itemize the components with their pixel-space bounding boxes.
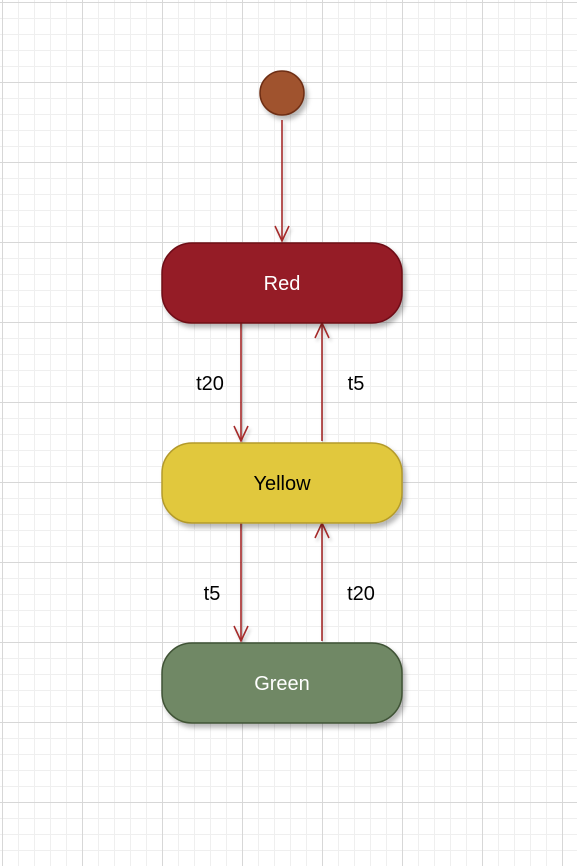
state-yellow-label: Yellow: [253, 473, 311, 495]
state-red[interactable]: Red: [161, 242, 403, 324]
state-yellow-box[interactable]: [161, 442, 403, 524]
state-yellow[interactable]: Yellow: [161, 442, 403, 524]
edge-initial-to-red[interactable]: [274, 120, 290, 243]
state-red-label: Red: [264, 273, 301, 295]
state-green-label: Green: [254, 673, 310, 695]
edge-yellow-to-green[interactable]: [233, 523, 249, 643]
state-red-box[interactable]: [161, 242, 403, 324]
state-green-box[interactable]: [161, 642, 403, 724]
initial-state[interactable]: [259, 70, 305, 116]
label-yellow-to-green: t5: [204, 583, 221, 605]
edge-red-to-yellow[interactable]: [233, 323, 249, 443]
edge-green-to-yellow[interactable]: [314, 521, 330, 641]
label-green-to-yellow: t20: [347, 583, 375, 605]
edge-yellow-to-red[interactable]: [314, 321, 330, 441]
state-green[interactable]: Green: [161, 642, 403, 724]
label-yellow-to-red: t5: [348, 373, 365, 395]
label-red-to-yellow: t20: [196, 373, 224, 395]
